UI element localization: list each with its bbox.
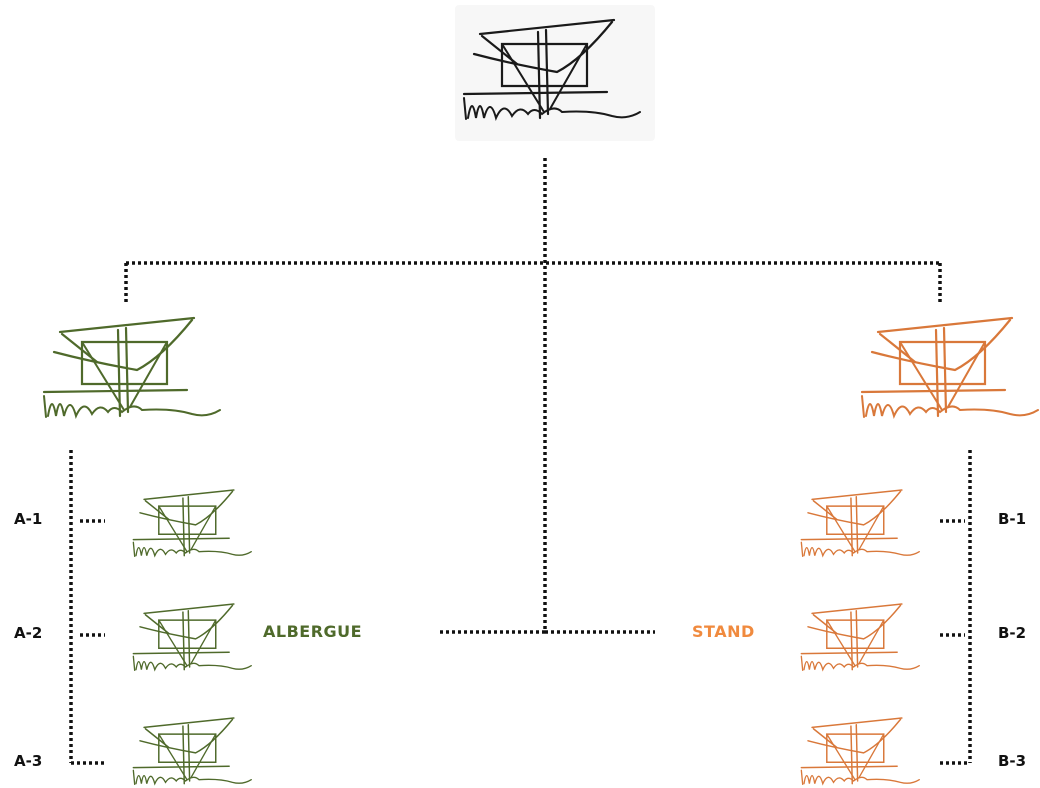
- label-a2: A-2: [14, 624, 43, 642]
- sketch-a3: [132, 717, 252, 786]
- connectors: [69, 158, 972, 765]
- sketch-b2: [800, 603, 920, 672]
- label-a1: A-1: [14, 510, 43, 528]
- sketch-b3: [800, 717, 920, 786]
- label-b1: B-1: [998, 510, 1027, 528]
- sketch-b1: [800, 489, 920, 558]
- sketch-a1: [132, 489, 252, 558]
- label-b3: B-3: [998, 752, 1027, 770]
- category-albergue: ALBERGUE: [263, 622, 363, 641]
- category-stand: STAND: [692, 622, 755, 641]
- sketch-a2: [132, 603, 252, 672]
- stand-sketch: [860, 316, 1040, 419]
- label-a3: A-3: [14, 752, 43, 770]
- albergue-sketch: [42, 316, 222, 419]
- label-b2: B-2: [998, 624, 1027, 642]
- root-sketch: [462, 18, 642, 121]
